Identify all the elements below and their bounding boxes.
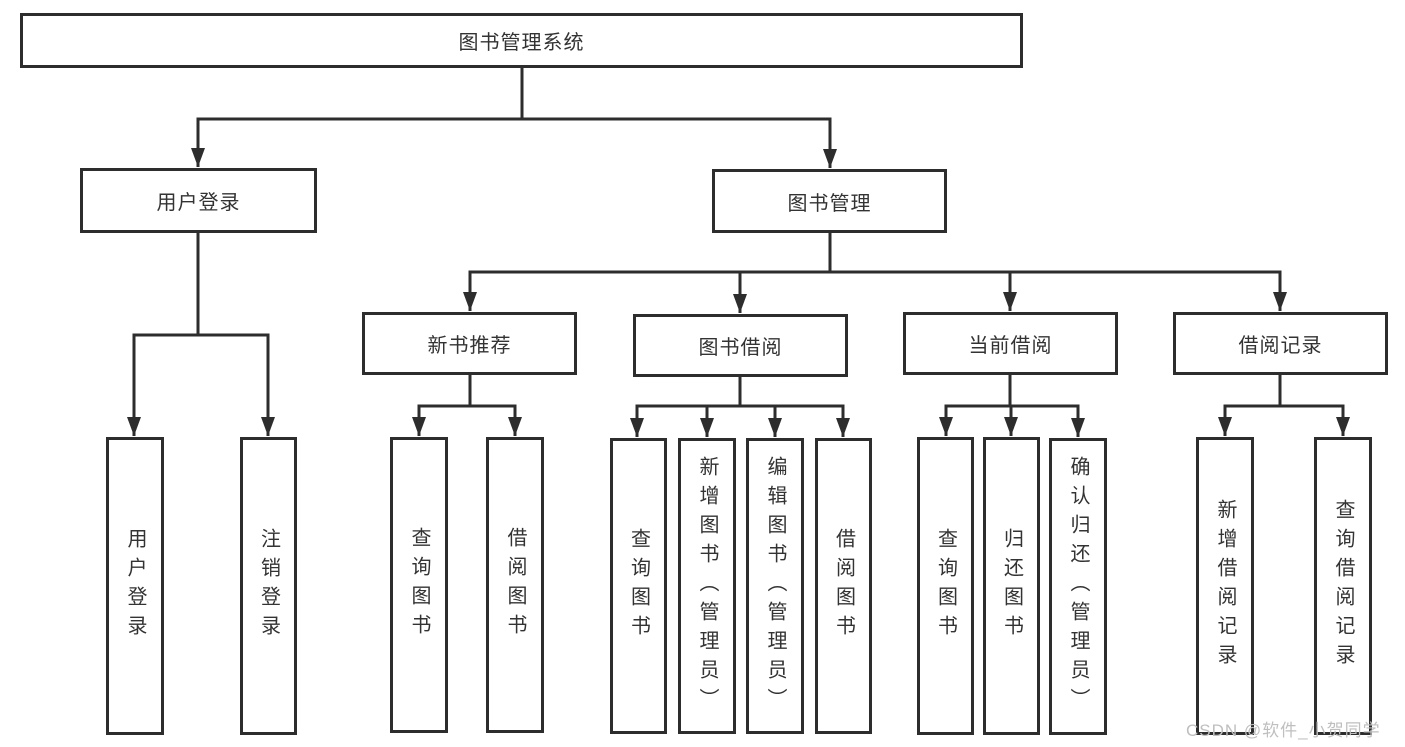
node-book-borrow: 图书借阅 xyxy=(633,314,848,377)
leaf-cb-query-books-label: 查询图书 xyxy=(934,528,957,644)
node-book-management: 图书管理 xyxy=(712,169,947,233)
leaf-cb-query-books: 查询图书 xyxy=(917,437,974,735)
leaf-bb-add-book-admin: 新增图书（管理员） xyxy=(678,438,736,734)
leaf-br-add-record-label: 新增借阅记录 xyxy=(1214,499,1236,673)
leaf-bb-edit-book-admin-label: 编辑图书（管理员） xyxy=(764,455,786,717)
leaf-user-login: 用户登录 xyxy=(106,437,164,735)
node-root: 图书管理系统 xyxy=(20,13,1023,68)
leaf-cb-confirm-return-admin: 确认归还（管理员） xyxy=(1049,438,1107,735)
leaf-cb-return-books-label: 归还图书 xyxy=(1000,528,1023,644)
node-current-borrow: 当前借阅 xyxy=(903,312,1118,375)
leaf-nb-borrow-books: 借阅图书 xyxy=(486,437,544,733)
leaf-logout: 注销登录 xyxy=(240,437,297,735)
leaf-logout-label: 注销登录 xyxy=(257,528,280,644)
node-borrow-records: 借阅记录 xyxy=(1173,312,1388,375)
leaf-bb-borrow-books-label: 借阅图书 xyxy=(832,528,855,644)
leaf-nb-query-books-label: 查询图书 xyxy=(408,527,430,643)
node-user-login: 用户登录 xyxy=(80,168,317,233)
leaf-bb-query-books: 查询图书 xyxy=(610,438,667,734)
leaf-bb-borrow-books: 借阅图书 xyxy=(815,438,872,734)
watermark: CSDN @软件_小贺同学 xyxy=(1186,721,1381,740)
leaf-cb-confirm-return-admin-label: 确认归还（管理员） xyxy=(1067,456,1089,717)
leaf-br-query-record: 查询借阅记录 xyxy=(1314,437,1372,735)
leaf-br-query-record-label: 查询借阅记录 xyxy=(1332,499,1354,673)
leaf-bb-edit-book-admin: 编辑图书（管理员） xyxy=(746,438,804,734)
leaf-nb-query-books: 查询图书 xyxy=(390,437,448,733)
connector-line xyxy=(132,66,1345,408)
node-new-book-recommend: 新书推荐 xyxy=(362,312,577,375)
leaf-cb-return-books: 归还图书 xyxy=(983,437,1040,735)
connector-arrows xyxy=(127,119,1350,437)
leaf-bb-query-books-label: 查询图书 xyxy=(627,528,650,644)
leaf-user-login-label: 用户登录 xyxy=(124,528,146,644)
leaf-br-add-record: 新增借阅记录 xyxy=(1196,437,1254,735)
leaf-nb-borrow-books-label: 借阅图书 xyxy=(504,527,526,643)
leaf-bb-add-book-admin-label: 新增图书（管理员） xyxy=(696,455,718,717)
